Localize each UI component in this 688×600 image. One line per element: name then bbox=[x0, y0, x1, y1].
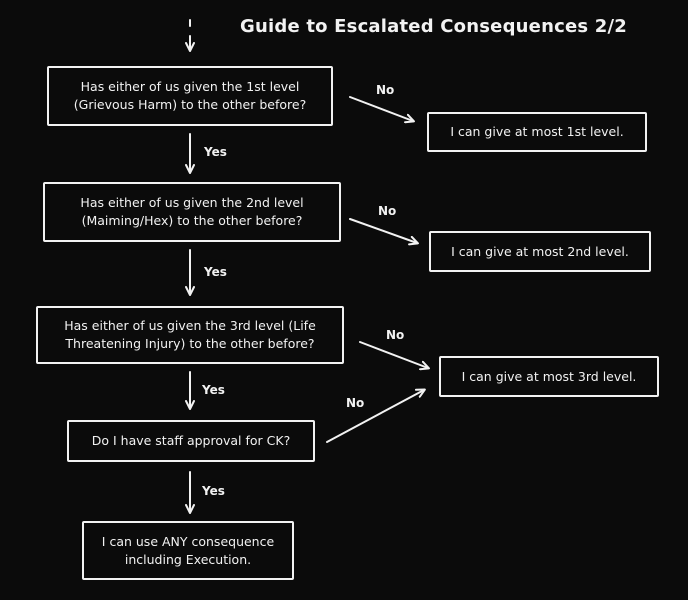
question-second-level: Has either of us given the 2nd level (Ma… bbox=[43, 182, 341, 242]
result-third-level: I can give at most 3rd level. bbox=[439, 356, 659, 397]
label-no-3: No bbox=[386, 328, 405, 342]
page-title: Guide to Escalated Consequences 2/2 bbox=[240, 16, 627, 37]
label-no-2: No bbox=[378, 204, 397, 218]
label-yes-1: Yes bbox=[204, 145, 227, 159]
question-staff-approval: Do I have staff approval for CK? bbox=[67, 420, 315, 462]
label-no-4: No bbox=[346, 396, 365, 410]
arrow-no-1 bbox=[349, 96, 415, 124]
question-first-level: Has either of us given the 1st level (Gr… bbox=[47, 66, 333, 126]
arrow-no-3 bbox=[359, 341, 430, 371]
arrow-no-2 bbox=[349, 218, 419, 246]
label-no-1: No bbox=[376, 83, 395, 97]
result-first-level: I can give at most 1st level. bbox=[427, 112, 647, 152]
label-yes-2: Yes bbox=[204, 265, 227, 279]
label-yes-4: Yes bbox=[202, 484, 225, 498]
label-yes-3: Yes bbox=[202, 383, 225, 397]
question-third-level: Has either of us given the 3rd level (Li… bbox=[36, 306, 344, 364]
arrow-no-4 bbox=[326, 388, 426, 443]
result-any-consequence: I can use ANY consequence including Exec… bbox=[82, 521, 294, 580]
result-second-level: I can give at most 2nd level. bbox=[429, 231, 651, 272]
